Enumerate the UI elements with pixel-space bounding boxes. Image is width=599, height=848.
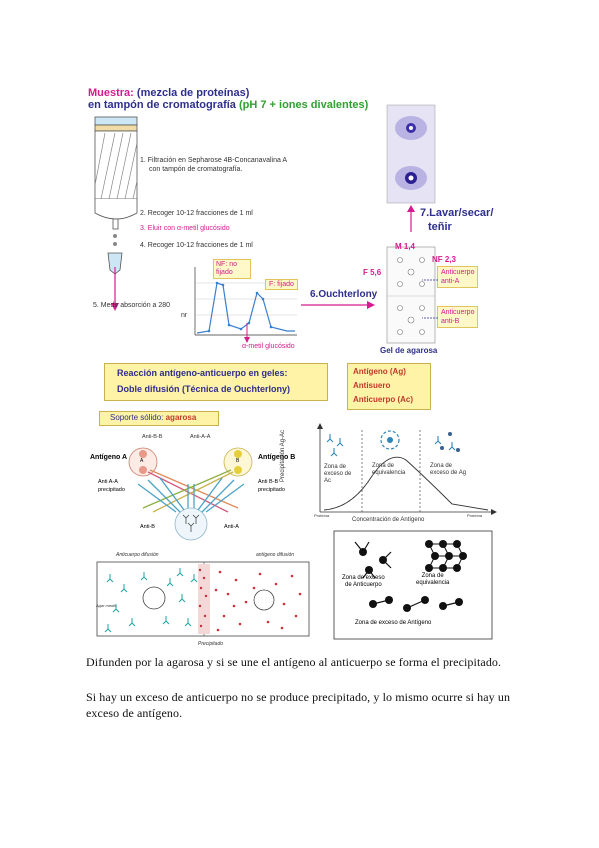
antigen-b-label: Antígeno B	[258, 454, 296, 461]
paragraph-1: Difunden por la agarosa y si se une el a…	[86, 655, 502, 669]
anti-bb-prec-1: Anti B-B	[258, 479, 279, 485]
step-4: 4. Recoger 10-12 fracciones de 1 ml	[140, 242, 253, 249]
anti-b-box: Anticuerpo anti-B	[437, 306, 479, 328]
chromatography-figure: Muestra: (mezcla de proteínas) en tampón…	[85, 85, 465, 360]
anti-aa-prec: Anti A-A precipitado	[98, 478, 125, 494]
zone-1a: Zona de	[324, 464, 347, 470]
anti-a-box: Anticuerpo anti-A	[437, 266, 479, 288]
legend-antiserum: Antisuero	[353, 381, 391, 390]
step-5: 5. Medir absorción a 280	[93, 302, 171, 309]
sketch-label-2: antígeno difusión	[256, 552, 295, 558]
buffer-label: en tampón de cromatografía	[88, 99, 236, 111]
technique-title-1: Reacción antígeno-anticuerpo en geles:	[117, 368, 288, 378]
sample-title: Muestra: (mezcla de proteínas)	[88, 87, 249, 99]
gel-m-label: M 1,4	[395, 242, 416, 251]
zone-ab-b: de Anticuerpo	[345, 582, 382, 588]
buffer-title: en tampón de cromatografía (pH 7 + iones…	[88, 99, 368, 111]
stained-plate	[386, 104, 436, 204]
arrow-right-icon	[301, 301, 375, 309]
nf-label: NF: no fijado	[213, 259, 251, 279]
ouchterlony-scheme	[128, 447, 253, 541]
precipitin-curve	[317, 423, 497, 515]
antigen-a-label: Antígeno A	[90, 454, 128, 461]
legend-antigen: Antígeno (Ag)	[353, 367, 406, 376]
sketch-label-4: Precipitado	[198, 641, 224, 647]
paragraph-2: Si hay un exceso de anticuerpo no se pro…	[86, 690, 511, 720]
legend-box: Antígeno (Ag) Antisuero Anticuerpo (Ac)	[347, 363, 431, 410]
step-1: 1. Filtración en Sepharose 4B-Concanaval…	[140, 157, 288, 164]
zone-equivalence: Zona de equivalencia	[372, 463, 405, 477]
anti-a-bottom: Anti-A	[224, 524, 239, 530]
anti-aa-prec-1: Anti A-A	[98, 479, 118, 485]
arrow-down-icon	[111, 267, 119, 311]
gel-caption: Gel de agarosa	[380, 346, 438, 355]
buffer-conditions: (pH 7 + iones divalentes)	[238, 99, 369, 111]
agarose-gel	[386, 246, 436, 344]
curve-ylabel: Precipitación Ag-Ac	[280, 429, 286, 482]
anti-b-label: Anticuerpo	[441, 309, 475, 316]
step-1-cont: con tampón de cromatografía.	[149, 166, 243, 173]
zone-antibody-excess: Zona de exceso de Anticuerpo	[342, 575, 385, 589]
zone-antigen-excess: Zona de exceso de Antígeno	[355, 620, 432, 626]
sample-rest: (mezcla de proteínas)	[136, 87, 250, 99]
zone-2a: Zona de	[372, 463, 395, 469]
zone-ag-excess: Zona de exceso de Ag	[430, 463, 466, 477]
curve-xlabel: Concentración de Antígeno	[352, 517, 425, 523]
chromatography-column	[94, 116, 138, 275]
support-value: agarosa	[165, 413, 197, 422]
technique-box: Reacción antígeno-anticuerpo en geles: D…	[104, 363, 328, 401]
support-box: Soporte sólido: agarosa	[99, 411, 219, 426]
step-7: 7.Lavar/secar/	[420, 207, 494, 219]
sketch-label-1: Anticuerpo difusión	[116, 552, 159, 558]
zone-ab-excess: Zona de exceso de Ac	[324, 464, 351, 485]
legend-antibody: Anticuerpo (Ac)	[353, 395, 413, 404]
f-label: F: fijado	[265, 279, 298, 290]
well-a-letter: A	[140, 458, 144, 464]
anti-aa-label: Anti-A-A	[190, 434, 211, 440]
zone-3b: exceso de Ag	[430, 470, 467, 476]
zone-ab-a: Zona de exceso	[342, 575, 385, 581]
anti-bb-label: Anti-B-B	[142, 434, 163, 440]
zone-equivalence-b: Zona de equivalencia	[416, 573, 449, 587]
anti-a-label-2: anti-A	[441, 278, 460, 285]
gel-nf-label: NF 2,3	[432, 255, 457, 264]
zone-2b: equivalencia	[372, 470, 406, 476]
diffusion-sketch	[96, 561, 310, 637]
eluent-label: α-metil glucósido	[242, 343, 295, 350]
anti-b-bottom: Anti-B	[140, 524, 155, 530]
zone-1b: exceso de	[324, 471, 352, 477]
anti-aa-prec-2: precipitado	[98, 487, 125, 493]
support-text: Soporte sólido: agarosa	[110, 413, 196, 422]
zone-1c: Ac	[324, 478, 332, 484]
curve-x-left: Proteína	[314, 513, 330, 518]
anti-b-label-2: anti-B	[441, 318, 460, 325]
anti-bb-prec: Anti B-B precipitado	[258, 478, 285, 494]
arrow-up-icon	[407, 205, 415, 232]
zones-illustration	[333, 530, 493, 640]
step-3: 3. Eluir con α-metil glucósido	[140, 225, 230, 232]
gel-pointer-arrows	[422, 279, 438, 319]
curve-x-right: Proteína	[467, 513, 483, 518]
well-b-letter: B	[236, 458, 240, 464]
step-6: 6.Ouchterlony	[310, 289, 378, 300]
zone-eq-b: equivalencia	[416, 580, 450, 586]
anti-bb-prec-2: precipitado	[258, 487, 285, 493]
step-5-cont: nm	[181, 312, 191, 319]
support-label: Soporte sólido:	[110, 413, 164, 422]
step-2: 2. Recoger 10-12 fracciones de 1 ml	[140, 210, 253, 217]
technique-title-2: Doble difusión (Técnica de Ouchterlony)	[117, 384, 291, 394]
step-7-cont: teñir	[428, 221, 452, 233]
sketch-label-3: Agar medio	[96, 603, 117, 608]
gel-f-label: F 5,6	[363, 268, 382, 277]
sample-label: Muestra:	[88, 87, 134, 99]
zone-eq-a: Zona de	[421, 573, 444, 579]
zone-3a: Zona de	[430, 463, 453, 469]
anti-a-label: Anticuerpo	[441, 269, 475, 276]
